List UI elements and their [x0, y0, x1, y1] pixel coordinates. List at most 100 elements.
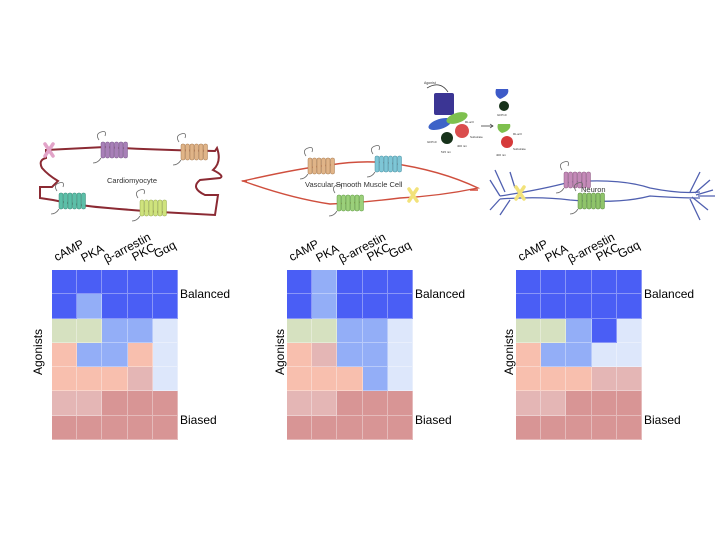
- heatmap-cell: [287, 318, 313, 343]
- receptor-icon: [50, 182, 86, 215]
- heatmap-cell: [312, 367, 338, 392]
- heatmap-cell: [127, 342, 153, 368]
- heatmap-cell: [312, 294, 338, 319]
- heatmap-cell: [152, 415, 178, 440]
- heatmap-cell: [387, 415, 413, 440]
- rluc-wavelength-label: 400 nm: [457, 144, 468, 148]
- heatmap-cell: [152, 294, 178, 319]
- heatmap-cell: [616, 294, 642, 319]
- heatmap-cell: [312, 270, 338, 295]
- heatmap-cell: [516, 342, 542, 368]
- rluc-label: RLucII: [513, 132, 522, 136]
- rluc-icon: [455, 124, 469, 138]
- heatmap-cell: [337, 342, 363, 368]
- neuron-label: Neuron: [581, 185, 606, 194]
- biased-label: Biased: [644, 413, 681, 427]
- ion-channel-icon: [407, 187, 419, 203]
- heatmap-cell: [77, 270, 103, 295]
- heatmap-cell: [591, 415, 617, 440]
- heatmap-cell: [541, 318, 567, 343]
- heatmap-cell: [52, 294, 78, 319]
- biased-label: Biased: [180, 413, 217, 427]
- heatmap-cell: [387, 391, 413, 416]
- heatmap-cell: [541, 342, 567, 368]
- heatmap-cell: [337, 318, 363, 343]
- heatmap-cell: [52, 367, 78, 392]
- heatmap-cell: [541, 294, 567, 319]
- receptor-icon: [299, 147, 335, 180]
- heatmap-cell: [362, 294, 388, 319]
- vsmc-illustration: Vascular Smooth Muscle Cell: [240, 145, 481, 217]
- heatmap-cell: [77, 294, 103, 319]
- heatmap-cell: [102, 342, 128, 368]
- heatmap-cell: [616, 415, 642, 440]
- g-beta-gamma-icon: [495, 89, 509, 99]
- heatmap-cell: [616, 318, 642, 343]
- heatmap-cell: [362, 391, 388, 416]
- heatmap-cell: [591, 391, 617, 416]
- heatmap-cell: [616, 270, 642, 295]
- heatmap-cell: [591, 294, 617, 319]
- substrate-label: Substrate: [470, 135, 483, 139]
- cardiomyocyte-label: Cardiomyocyte: [107, 176, 157, 185]
- heatmap-cell: [362, 270, 388, 295]
- rluc-wavelength-label: 400 nm: [496, 153, 507, 157]
- heatmap-cell: [387, 342, 413, 368]
- heatmap-cell: [287, 391, 313, 416]
- heatmap-grid: [516, 270, 642, 440]
- heatmap-cell: [287, 342, 313, 368]
- heatmap-cell: [102, 294, 128, 319]
- heatmap-cell: [77, 318, 103, 343]
- substrate-label: Substrate: [513, 147, 526, 151]
- heatmap-cell: [616, 391, 642, 416]
- heatmap-cell: [616, 342, 642, 368]
- heatmap-cell: [152, 270, 178, 295]
- g-alpha-icon: [497, 124, 511, 133]
- rluc-icon: [501, 136, 513, 148]
- heatmap-cell: [387, 270, 413, 295]
- heatmap-cell: [516, 270, 542, 295]
- heatmap-cell: [102, 318, 128, 343]
- heatmap-cell: [127, 318, 153, 343]
- g-beta-gamma-icon: [428, 117, 452, 131]
- balanced-label: Balanced: [180, 287, 231, 301]
- heatmap-cell: [591, 318, 617, 343]
- heatmap-cell: [541, 415, 567, 440]
- gfp-label: GFP10: [427, 140, 437, 144]
- heatmap-cell: [102, 391, 128, 416]
- heatmap-cell: [52, 270, 78, 295]
- y-axis-label: Agonists: [31, 328, 45, 375]
- g-alpha-icon: [446, 112, 468, 124]
- heatmap-cell: [127, 367, 153, 392]
- heatmap-cell: [591, 367, 617, 392]
- heatmap-cell: [337, 270, 363, 295]
- gfp10-icon: [441, 132, 453, 144]
- column-header: Gαq: [151, 237, 179, 261]
- column-header: Gαq: [386, 237, 414, 261]
- neuron-illustration: [489, 169, 715, 221]
- balanced-label: Balanced: [415, 287, 466, 301]
- heatmap-cell: [541, 367, 567, 392]
- heatmap-cell: [387, 367, 413, 392]
- heatmap-cell: [312, 318, 338, 343]
- heatmap-cell: [337, 415, 363, 440]
- heatmap-cell: [152, 318, 178, 343]
- heatmap-cell: [566, 342, 592, 368]
- cardiomyocyte-illustration: Cardiomyocyte: [39, 131, 223, 222]
- heatmap-cell: [591, 342, 617, 368]
- receptor-icon: [328, 184, 364, 217]
- heatmap-cell: [77, 391, 103, 416]
- heatmap-cell: [337, 367, 363, 392]
- heatmap-panel-cardiomyocyte: Agonists cAMP PKA β-arrestin PKC Gαq Bal…: [30, 225, 250, 445]
- heatmap-cell: [516, 294, 542, 319]
- heatmap-cell: [541, 391, 567, 416]
- heatmap-cell: [287, 294, 313, 319]
- heatmap-cell: [102, 415, 128, 440]
- heatmap-cell: [591, 270, 617, 295]
- receptor-icon: [434, 93, 454, 115]
- heatmap-cell: [312, 415, 338, 440]
- heatmap-cell: [77, 342, 103, 368]
- heatmap-cell: [566, 391, 592, 416]
- heatmap-cell: [52, 342, 78, 368]
- heatmap-cell: [362, 415, 388, 440]
